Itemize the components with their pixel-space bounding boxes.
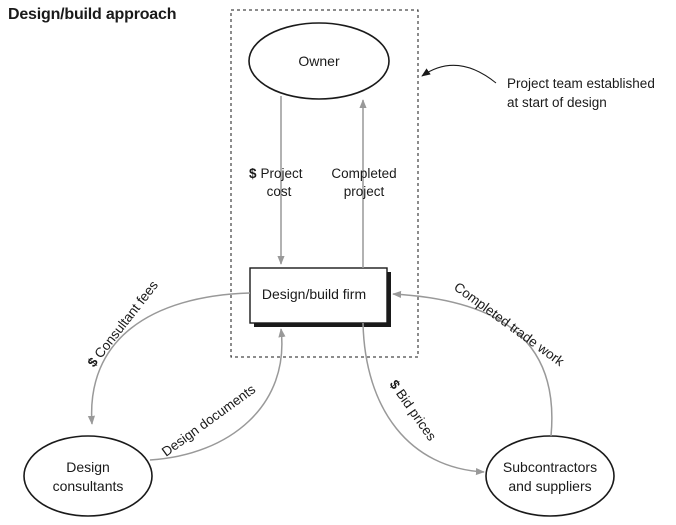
project-cost-word1: Project — [261, 166, 303, 181]
design-documents-label: Design documents — [159, 381, 258, 459]
subcontractors-label-line2: and suppliers — [508, 478, 591, 494]
callout-arrow — [421, 65, 497, 84]
callout-line1: Project team established — [507, 76, 655, 91]
completed-project-label-line2: project — [344, 184, 385, 199]
bid-prices-label: $ Bid prices — [387, 377, 440, 444]
project-cost-label-line2: cost — [267, 184, 292, 199]
completed-trade-work-arrow — [392, 290, 553, 437]
bid-prices-arrow — [362, 322, 485, 476]
project-team-boundary — [230, 9, 419, 358]
consultant-fees-arrow — [87, 292, 251, 425]
consultant-fees-text: Consultant fees — [89, 278, 161, 364]
design-documents-arrow — [149, 328, 286, 461]
design-build-firm-label: Design/build firm — [262, 286, 366, 302]
subcontractors-node: Subcontractors and suppliers — [485, 435, 615, 517]
completed-project-label-line1: Completed — [331, 166, 396, 181]
callout-line2: at start of design — [507, 95, 607, 110]
design-build-firm-node: Design/build firm — [249, 267, 391, 327]
design-consultants-label-line2: consultants — [53, 478, 124, 494]
diagram-title: Design/build approach — [8, 6, 177, 23]
consultant-fees-label: $ Consultant fees — [85, 278, 162, 370]
bid-prices-text: Bid prices — [391, 383, 440, 443]
design-consultants-node: Design consultants — [23, 435, 153, 517]
owner-node: Owner — [248, 22, 390, 100]
subcontractors-label-line1: Subcontractors — [503, 459, 597, 475]
completed-trade-work-label: Completed trade work — [451, 279, 567, 369]
owner-label: Owner — [298, 53, 340, 69]
design-consultants-label-line1: Design — [66, 459, 110, 475]
project-cost-dollar: $ — [249, 166, 257, 181]
project-cost-label-line1: $ Project — [249, 166, 303, 181]
